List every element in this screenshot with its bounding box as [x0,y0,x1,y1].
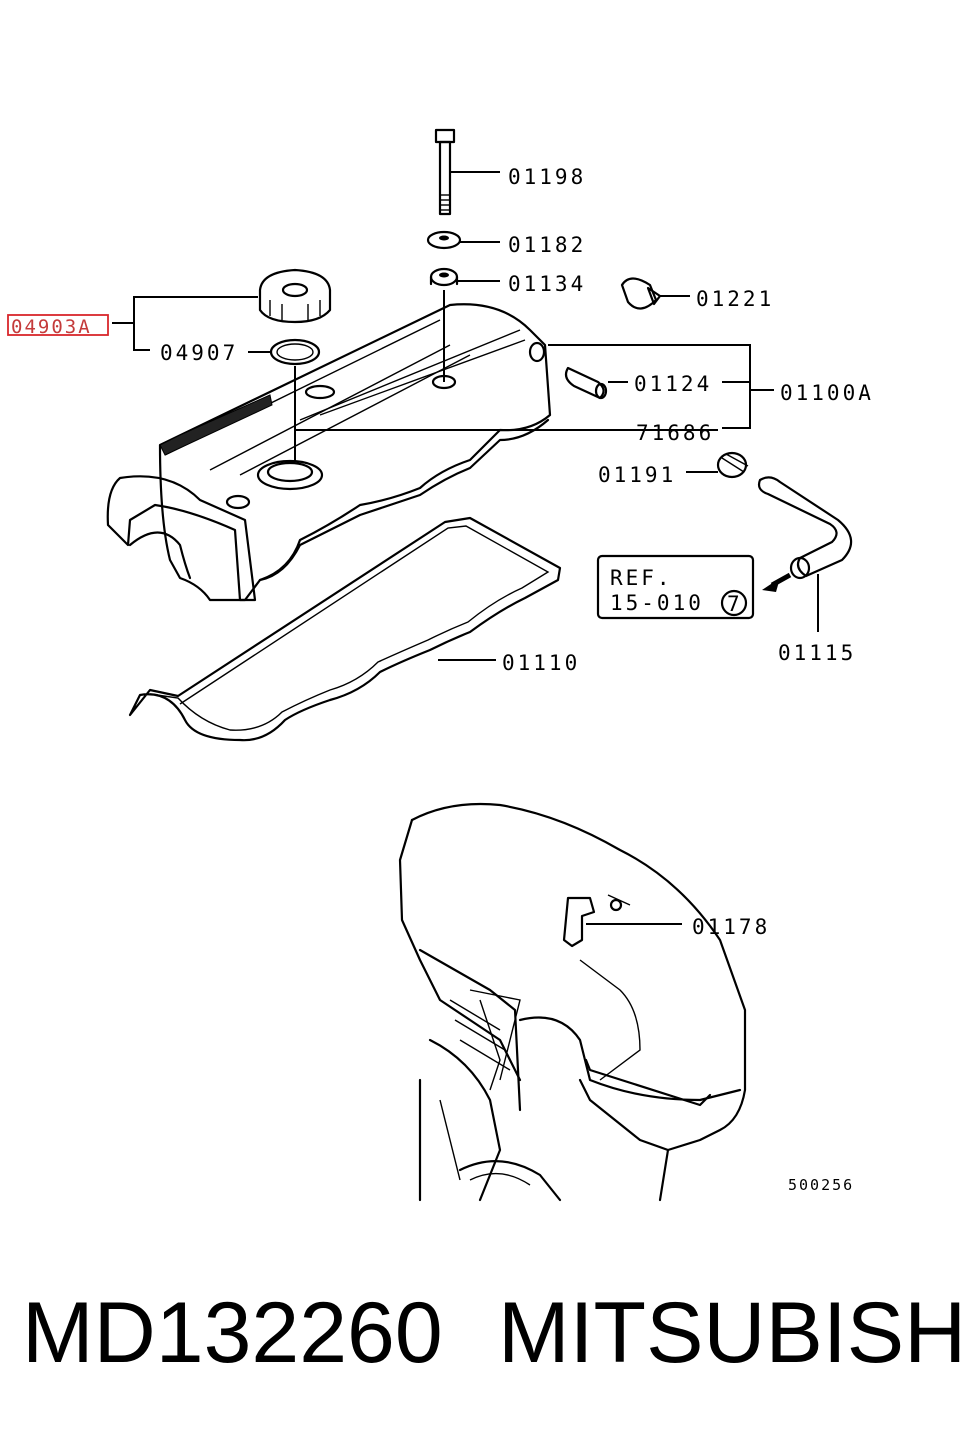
hose-clamp-01191 [716,451,749,479]
pcv-pipe-01124 [564,366,608,400]
oil-filler-cap-04903A [258,268,332,324]
callout-04903A: 04903A [11,316,92,338]
ref-line1: REF. [610,566,673,590]
part-number: MD132260 [22,1285,443,1381]
rocker-cover-01100A [106,303,552,602]
callout-04907: 04907 [160,341,238,365]
callout-01110: 01110 [502,651,580,675]
highlight-box [7,314,109,336]
callout-01198: 01198 [508,165,586,189]
bracket-01178 [562,896,623,948]
callout-01191: 01191 [598,463,676,487]
diagram-code: 500256 [788,1176,854,1194]
washer-01182 [426,230,462,250]
brand-name: MITSUBISHI [498,1285,960,1381]
bolt-01198 [434,128,456,216]
callout-01221: 01221 [696,287,774,311]
reference-box: REF. 15-010 7 [596,554,755,620]
callout-01178: 01178 [692,915,770,939]
arrow-icon [762,572,792,592]
callout-01134: 01134 [508,272,586,296]
grommet-01134 [429,267,459,287]
plug-01221 [620,277,662,310]
rocker-gasket-01110 [128,516,562,742]
callout-71686: 71686 [636,421,714,445]
callout-01115: 01115 [778,641,856,665]
ref-circled-number: 7 [727,592,740,616]
timing-cover-assembly [398,802,747,1202]
breather-hose-01115 [757,476,853,580]
callout-01124: 01124 [634,372,712,396]
callout-01182: 01182 [508,233,586,257]
o-ring-04907 [269,338,321,366]
callout-01100A: 01100A [780,381,874,405]
parts-diagram: 01198 01182 01134 01221 04903A 04907 [7,128,874,1202]
ref-line2: 15-010 [610,591,704,615]
